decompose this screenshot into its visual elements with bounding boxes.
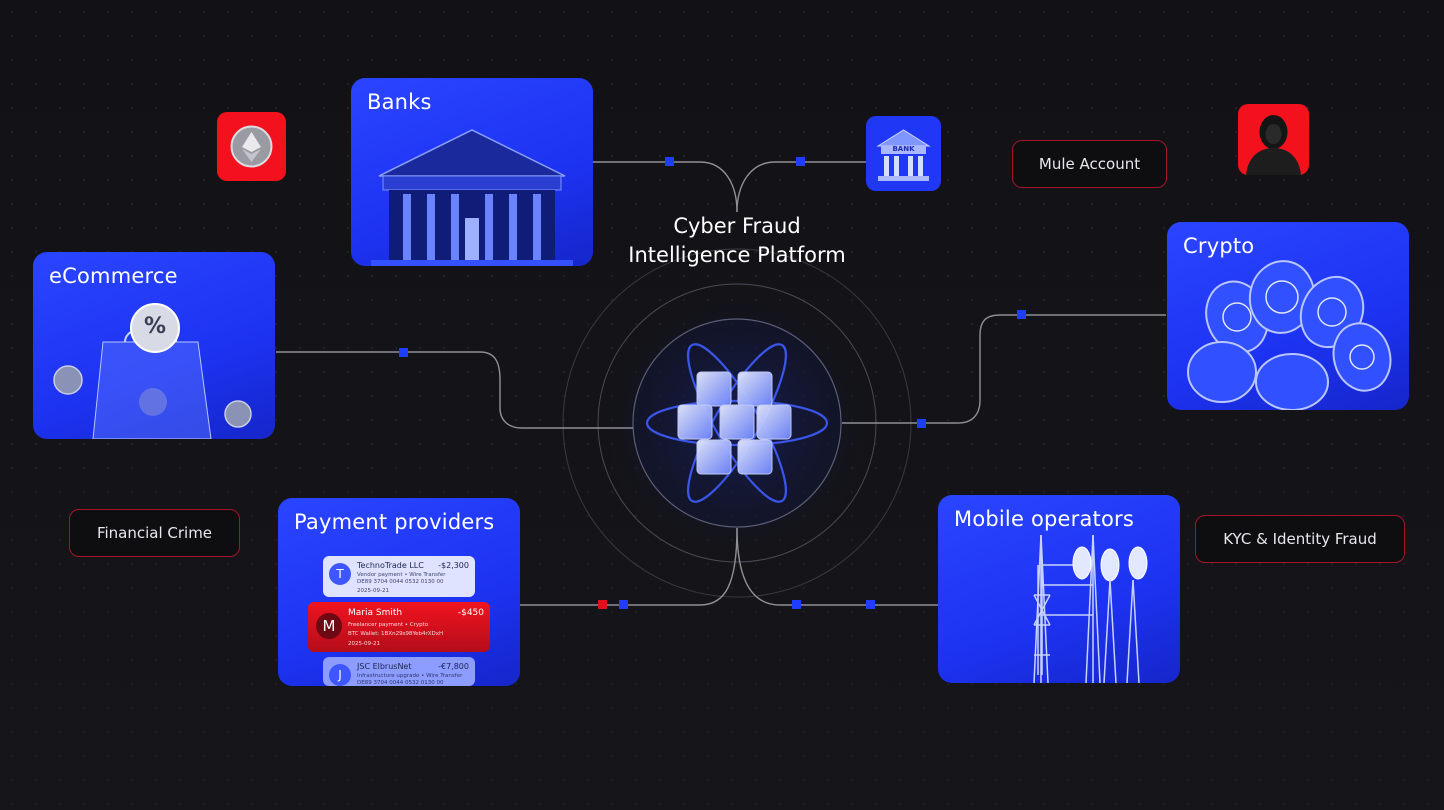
mobile-operators-card[interactable]: Mobile operators [938,495,1180,683]
transaction-detail: Vendor payment • Wire Transfer [357,572,446,578]
payment-providers-card-title: Payment providers [294,510,495,534]
banks-card-title: Banks [367,90,432,114]
node-mobile-left [792,600,801,609]
node-bank-icon [796,157,805,166]
wire-payments [520,527,738,606]
mobile-operators-card-title: Mobile operators [954,507,1135,531]
transaction-avatar: M [316,613,342,639]
wire-ecommerce [276,351,633,429]
payment-providers-card[interactable]: Payment providers T TechnoTrade LLC -$2,… [278,498,520,686]
cube-bottom-right [737,439,773,475]
transaction-amount: -€7,800 [438,662,469,671]
transaction-row[interactable]: J JSC ElbrusNet -€7,800 Infrastructure u… [323,657,475,686]
ecommerce-card[interactable]: eCommerce % [33,252,275,439]
transaction-amount: -$450 [457,608,484,618]
wire-crypto [842,314,1166,424]
transaction-avatar: J [329,664,351,686]
orbit-diagonal-a [687,343,787,503]
ethereum-badge [217,112,286,181]
node-mobile-right [866,600,875,609]
kyc-identity-fraud-tag: KYC & Identity Fraud [1195,515,1405,563]
node-ecommerce [399,348,408,357]
node-banks [665,157,674,166]
wire-banks [593,161,738,213]
transaction-name: JSC ElbrusNet [357,662,412,671]
bank-building-icon [371,129,573,266]
platform-title-line1: Cyber Fraud [673,214,801,238]
cube-center [719,404,755,440]
financial-crime-tag: Financial Crime [69,509,240,557]
transaction-date: 2025-09-21 [348,641,380,647]
transaction-account: DE89 3704 0044 0532 0130 00 [357,579,444,585]
node-crypto-upper [1017,310,1026,319]
transaction-amount: -$2,300 [438,561,469,570]
node-crypto-lower [917,419,926,428]
hooded-figure-badge [1238,104,1309,175]
shopping-bag-icon [53,303,252,439]
platform-title-line2: Intelligence Platform [628,243,846,267]
transaction-row[interactable]: T TechnoTrade LLC -$2,300 Vendor payment… [323,556,475,597]
transaction-detail: Infrastructure upgrade • Wire Transfer [357,673,463,679]
orbit-diagonal-b [687,343,787,503]
cube-mid-right [756,404,792,440]
cell-tower-icon [1033,534,1148,683]
cube-bottom-left [696,439,732,475]
transaction-row-flagged[interactable]: M Maria Smith -$450 Freelancer payment •… [308,602,490,652]
bank-sign-text: BANK [892,145,915,153]
transaction-avatar: T [329,563,351,585]
node-payments-alert [598,600,607,609]
crypto-card-title: Crypto [1183,234,1255,258]
bank-icon [876,129,931,181]
transaction-account: DE89 3704 0044 0532 0130 00 [357,680,444,686]
wire-bank-icon [736,161,867,213]
mule-account-label: Mule Account [1038,155,1141,173]
transaction-date: 2025-09-21 [357,588,389,594]
ecommerce-card-title: eCommerce [49,264,178,288]
node-payments [619,600,628,609]
orbit-horizontal [645,399,829,447]
mule-account-tag: Mule Account [1012,140,1167,188]
crypto-card[interactable]: Crypto [1167,222,1409,410]
ethereum-coin-icon [230,125,273,168]
platform-title: Cyber Fraud Intelligence Platform [600,212,874,270]
wire-mobile [736,527,938,606]
transaction-detail: Freelancer payment • Crypto [348,622,429,628]
financial-crime-label: Financial Crime [96,524,213,542]
transaction-name: Maria Smith [348,608,403,618]
percent-coin-label: % [143,314,167,339]
transaction-account: BTC Wallet: 1BXn29s98Yeb4rXDxH [348,631,444,637]
cube-top-right [737,371,773,407]
cube-top-left [696,371,732,407]
crypto-coins-icon [1187,260,1392,410]
hacker-icon [1246,115,1301,175]
bank-badge: BANK [866,116,941,191]
banks-card[interactable]: Banks [351,78,593,266]
kyc-identity-fraud-label: KYC & Identity Fraud [1223,530,1377,548]
transaction-name: TechnoTrade LLC [357,561,424,570]
cube-mid-left [677,404,713,440]
